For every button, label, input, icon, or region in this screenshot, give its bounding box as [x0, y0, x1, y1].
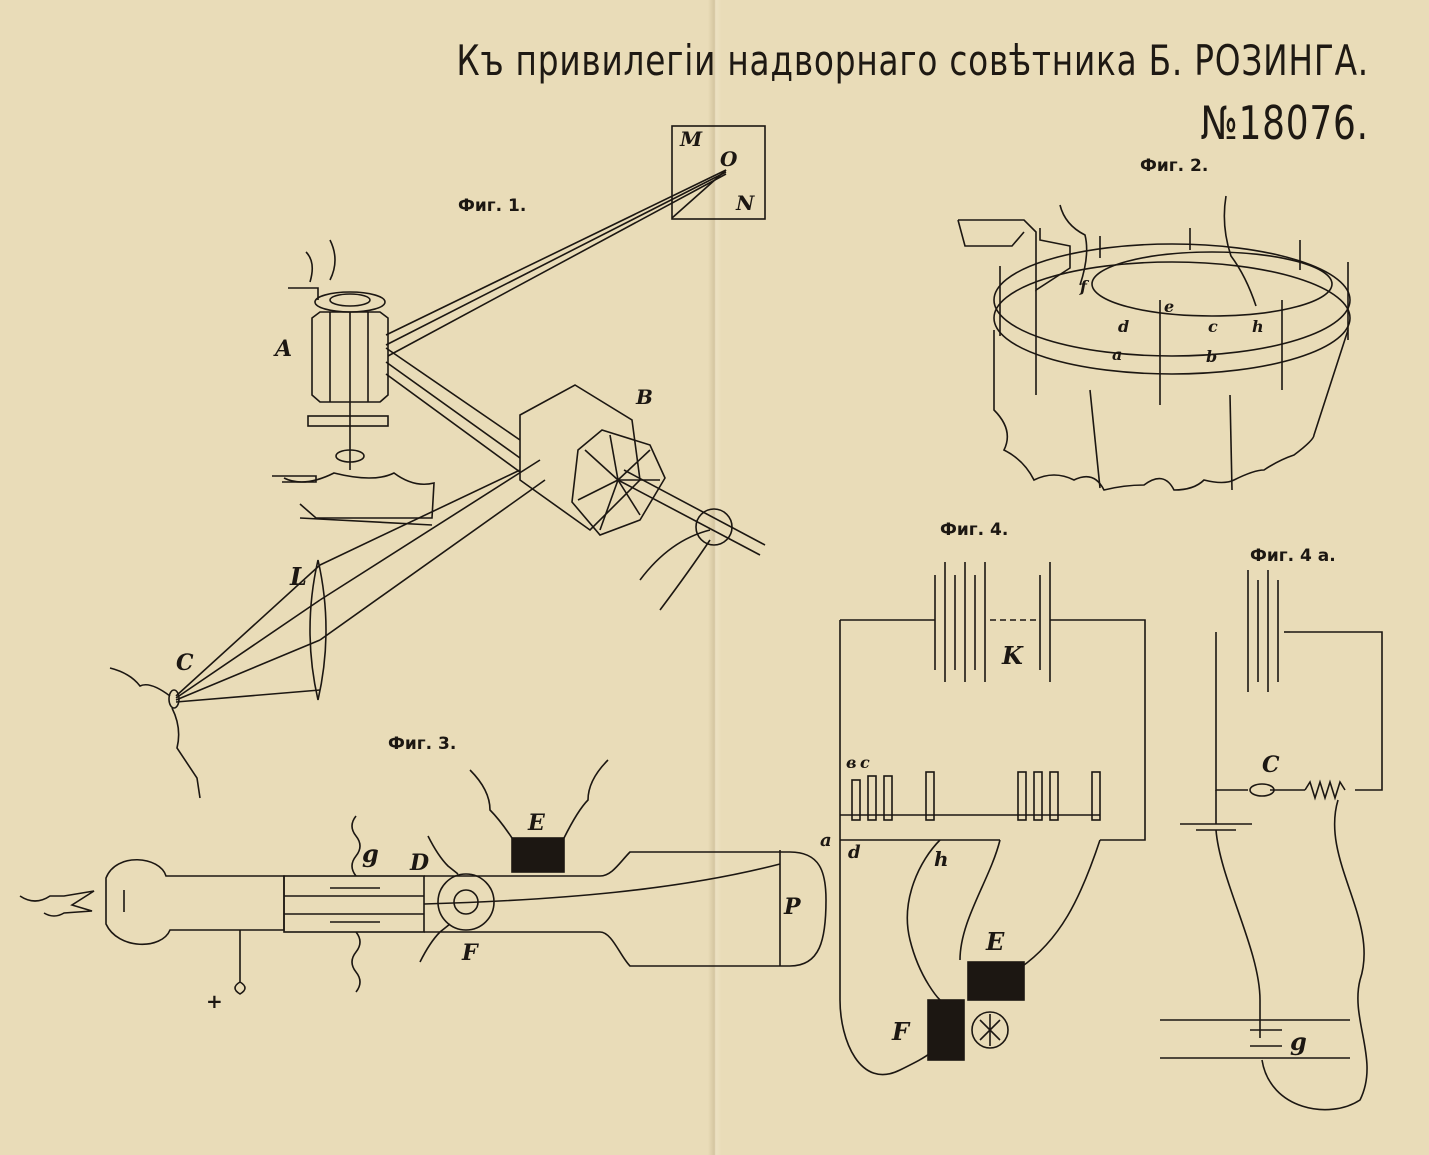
wheel-fig4 — [971, 1011, 1009, 1049]
fig3-diagram — [19, 759, 827, 995]
fig3-label-d: D — [409, 850, 429, 876]
fig4-label-f: F — [891, 1017, 911, 1046]
fig4a-diagram — [1160, 570, 1383, 1111]
fig4-label-c: c — [860, 753, 870, 772]
fig1-label-l: L — [289, 562, 307, 591]
fig4-caption: Фиг. 4. — [940, 520, 1009, 540]
fig3-caption: Фиг. 3. — [388, 734, 457, 754]
fig2-label-e: e — [1164, 297, 1174, 316]
fig4-label-a: a — [820, 830, 832, 851]
patent-number: №18076. — [1200, 96, 1369, 150]
photocell-c — [168, 689, 180, 709]
mirror-drum-a — [272, 239, 435, 526]
fig3-label-g: g — [362, 839, 379, 868]
fig1-caption: Фиг. 1. — [458, 196, 527, 216]
fig1-label-n: N — [735, 191, 755, 215]
coil-e-fig3 — [511, 837, 565, 873]
coil-f-fig4 — [927, 999, 965, 1061]
fig2-diagram — [957, 195, 1351, 491]
fig4-diagram — [839, 562, 1146, 1076]
fig4-label-d: d — [848, 842, 861, 863]
fig3-label-p: P — [783, 894, 802, 920]
fig2-label-f: f — [1079, 277, 1090, 296]
fig4-label-e: E — [985, 927, 1005, 956]
battery-k — [934, 562, 1051, 682]
lens-l — [309, 559, 327, 701]
fig3-label-f: F — [461, 940, 479, 966]
fig1-diagram — [109, 125, 766, 799]
coil-e-fig4 — [967, 961, 1025, 1001]
fig2-label-c: c — [1208, 317, 1218, 336]
fig4-label-h: h — [934, 847, 949, 871]
fig2-label-b: b — [1206, 347, 1217, 366]
fig1-label-b: B — [635, 385, 653, 409]
fig4-label-k: K — [1001, 641, 1024, 670]
lens-drum-b — [519, 384, 766, 611]
fig4-label-b: в — [846, 753, 857, 772]
fig2-caption: Фиг. 2. — [1140, 156, 1209, 176]
fig3-label-plus: + — [206, 989, 223, 1013]
fig4a-label-c: C — [1262, 752, 1280, 778]
fig1-label-o: O — [720, 147, 738, 171]
fig3-label-e: E — [527, 810, 546, 836]
fig1-label-m: M — [679, 127, 703, 151]
page-fold — [708, 0, 722, 1155]
fig2-label-d: d — [1118, 317, 1129, 336]
fig2-label-h: h — [1252, 317, 1264, 336]
fig4a-caption: Фиг. 4 а. — [1250, 546, 1336, 566]
photocell-c-fig4a — [1249, 783, 1275, 797]
fig4a-label-g: g — [1290, 1027, 1307, 1056]
patent-title: Къ привилегiи надворнаго совѣтника Б. РО… — [456, 36, 1369, 85]
screen-mn — [671, 125, 766, 220]
fig2-label-a: a — [1112, 345, 1122, 364]
fig1-label-c: C — [176, 650, 194, 676]
fig1-label-a: A — [273, 336, 292, 362]
